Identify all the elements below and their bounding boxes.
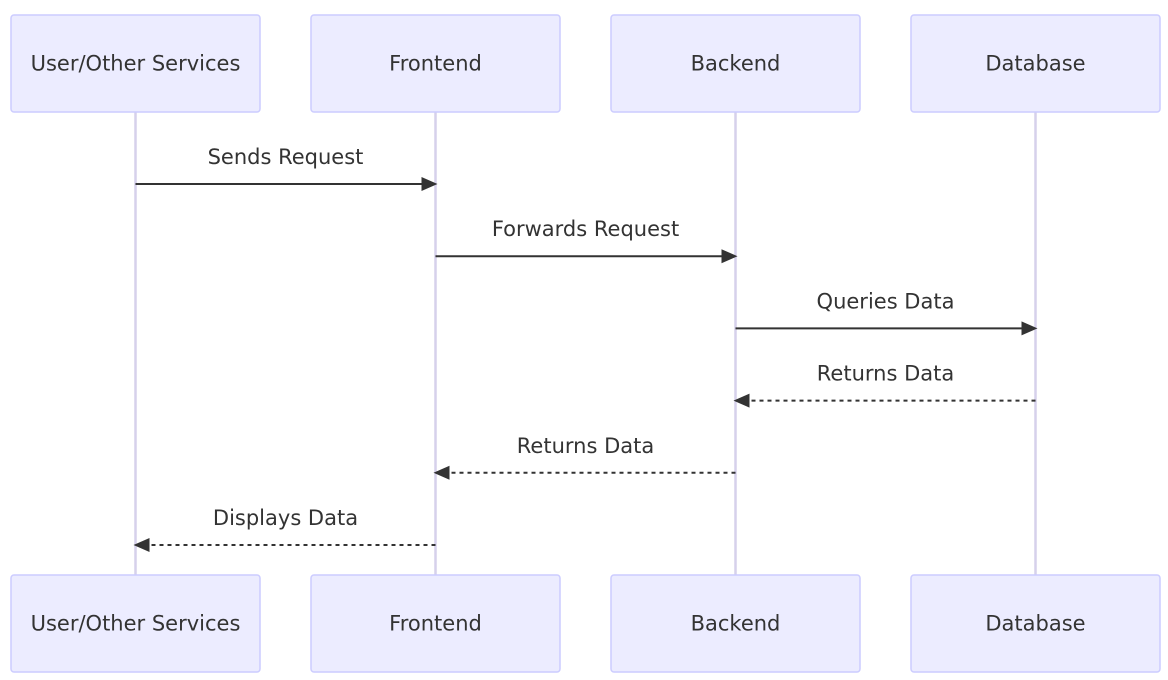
actor-bottom-user: User/Other Services	[10, 574, 261, 673]
message-label-2: Forwards Request	[492, 217, 679, 241]
message-arrowhead-1	[421, 177, 438, 191]
actor-box-bottom-database	[910, 574, 1161, 673]
actor-top-frontend: Frontend	[310, 14, 561, 113]
message-arrowhead-4	[733, 393, 750, 408]
message-5: Returns Data	[433, 434, 736, 480]
actor-box-bottom-backend	[610, 574, 861, 673]
actor-top-database: Database	[910, 14, 1161, 113]
message-arrowhead-5	[433, 465, 450, 480]
actors-top: User/Other Services Frontend Backend Databa…	[10, 14, 1161, 113]
message-label-4: Returns Data	[817, 362, 954, 386]
actor-label-top-user: User/Other Services	[31, 52, 241, 76]
actor-bottom-frontend: Frontend	[310, 574, 561, 673]
actor-bottom-backend: Backend	[610, 574, 861, 673]
lifelines	[134, 112, 1037, 575]
actor-bottom-database: Database	[910, 574, 1161, 673]
actor-box-bottom-user	[10, 574, 261, 673]
message-1: Sends Request	[135, 145, 438, 191]
actors-bottom: User/Other Services Frontend Backend Databa…	[10, 574, 1161, 673]
actor-label-bottom-frontend: Frontend	[389, 612, 482, 636]
actor-label-top-database: Database	[985, 52, 1085, 76]
message-4: Returns Data	[733, 362, 1036, 408]
message-6: Displays Data	[133, 506, 436, 552]
message-arrowhead-2	[721, 249, 738, 264]
actor-top-backend: Backend	[610, 14, 861, 113]
actor-box-top-backend	[610, 14, 861, 113]
message-label-6: Displays Data	[213, 506, 358, 530]
actor-top-user: User/Other Services	[10, 14, 261, 113]
message-label-3: Queries Data	[817, 289, 955, 313]
actor-label-bottom-database: Database	[985, 612, 1085, 636]
actor-label-top-frontend: Frontend	[389, 52, 482, 76]
actor-box-bottom-frontend	[310, 574, 561, 673]
message-arrowhead-6	[133, 538, 150, 552]
message-label-1: Sends Request	[208, 145, 364, 169]
actor-label-bottom-backend: Backend	[691, 612, 781, 636]
message-arrowhead-3	[1021, 321, 1038, 336]
message-label-5: Returns Data	[517, 434, 654, 458]
message-3: Queries Data	[735, 289, 1038, 336]
actor-label-bottom-user: User/Other Services	[31, 612, 241, 636]
actor-box-top-database	[910, 14, 1161, 113]
actor-label-top-backend: Backend	[691, 52, 781, 76]
actor-box-top-user	[10, 14, 261, 113]
message-2: Forwards Request	[435, 217, 738, 264]
actor-box-top-frontend	[310, 14, 561, 113]
